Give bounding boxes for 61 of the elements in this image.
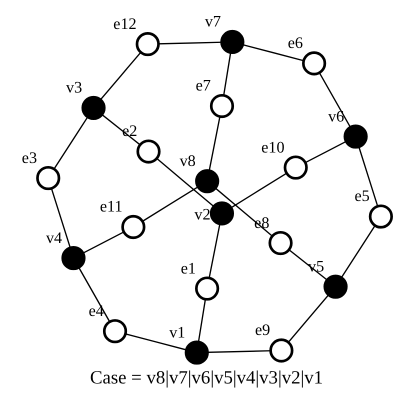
node-circle <box>343 124 368 149</box>
connector <box>318 72 350 128</box>
node-label: v7 <box>204 14 220 31</box>
node-label: v8 <box>179 152 196 170</box>
node-label: v3 <box>66 80 82 97</box>
node-circle <box>120 214 145 240</box>
node-label: v1 <box>168 324 185 342</box>
node-circle <box>220 30 244 54</box>
node-label: e2 <box>122 123 137 140</box>
connector <box>50 188 70 248</box>
node-label: e12 <box>112 16 136 33</box>
node-circle <box>36 166 60 190</box>
connector <box>142 186 198 222</box>
connector <box>304 140 346 164</box>
node-label: e11 <box>99 198 122 216</box>
node-circle <box>184 340 208 365</box>
connector <box>197 299 206 342</box>
node-label: e6 <box>287 35 302 52</box>
node-circle <box>194 169 219 194</box>
connector <box>287 294 328 343</box>
connector <box>101 114 140 146</box>
node-label: v6 <box>328 108 344 126</box>
node-label: e3 <box>21 150 37 167</box>
connector <box>214 188 272 236</box>
node-circle <box>60 246 86 270</box>
node-circle <box>194 276 219 301</box>
caption: Case = v8|v7|v6|v5|v4|v3|v2|v1 <box>89 368 323 389</box>
connector <box>53 116 88 170</box>
connector <box>340 226 375 278</box>
node-circle <box>283 155 308 180</box>
node-label: v4 <box>45 230 62 247</box>
connector <box>230 172 286 208</box>
node-circle <box>102 319 127 344</box>
connector <box>358 147 378 206</box>
node-circle <box>302 51 326 76</box>
node-circle <box>368 204 392 229</box>
node-label: e7 <box>195 78 210 95</box>
node-circle <box>80 96 106 120</box>
node-circle <box>135 32 160 56</box>
node-circle <box>209 94 234 118</box>
connector <box>222 52 231 95</box>
connector <box>208 116 220 170</box>
connector <box>158 42 222 44</box>
node-circle <box>268 338 293 363</box>
node-label: v2 <box>194 206 210 224</box>
node-circle <box>268 230 292 256</box>
node-label: e5 <box>354 188 370 206</box>
node-label: e9 <box>254 322 270 340</box>
node-circle <box>209 201 234 226</box>
node-circle <box>322 274 348 299</box>
connector <box>207 350 270 353</box>
connector <box>208 224 220 278</box>
connector <box>242 44 304 62</box>
node-label: e10 <box>260 139 284 156</box>
connector <box>78 268 110 322</box>
node-label: e1 <box>180 260 196 278</box>
connector <box>156 158 214 207</box>
connector <box>100 52 140 100</box>
connector <box>124 333 186 350</box>
connector <box>82 231 124 254</box>
node-circle <box>136 139 160 164</box>
